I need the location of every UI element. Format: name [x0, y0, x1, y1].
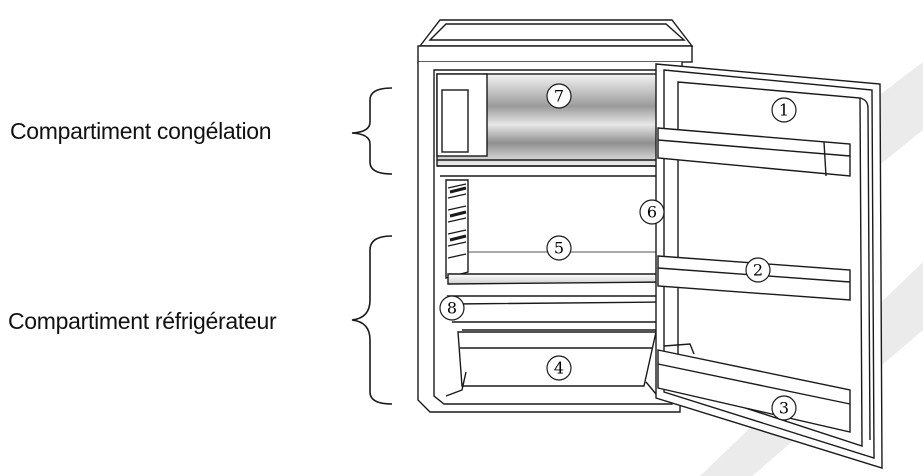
freezer-brace: [351, 87, 393, 175]
callout-1: 1: [779, 101, 789, 120]
callout-7-circle: [546, 83, 572, 109]
callout-3: 3: [779, 399, 789, 418]
callout-8-circle: [439, 295, 465, 321]
callout-5-circle: [546, 235, 572, 261]
refrigerator-body: [417, 19, 694, 413]
callout-2: 2: [753, 261, 763, 280]
callout-4: 4: [554, 359, 564, 378]
callout-6-circle: [639, 199, 665, 225]
freezer-compartment-label: Compartiment congélation: [10, 118, 272, 144]
callout-5: 5: [554, 239, 564, 258]
callout-4-circle: [546, 355, 572, 381]
callout-1-circle: [771, 97, 797, 123]
fridge-brace: [351, 235, 393, 405]
fridge-compartment-label: Compartiment réfrigérateur: [8, 308, 277, 334]
callout-markers: [439, 83, 797, 421]
callout-3-circle: [771, 395, 797, 421]
callout-2-circle: [745, 257, 771, 283]
callout-8: 8: [447, 299, 457, 318]
callout-7: 7: [554, 87, 564, 106]
callout-numbers: 7 1 6 5 2 8 4 3: [447, 87, 789, 418]
callout-6: 6: [647, 203, 657, 222]
